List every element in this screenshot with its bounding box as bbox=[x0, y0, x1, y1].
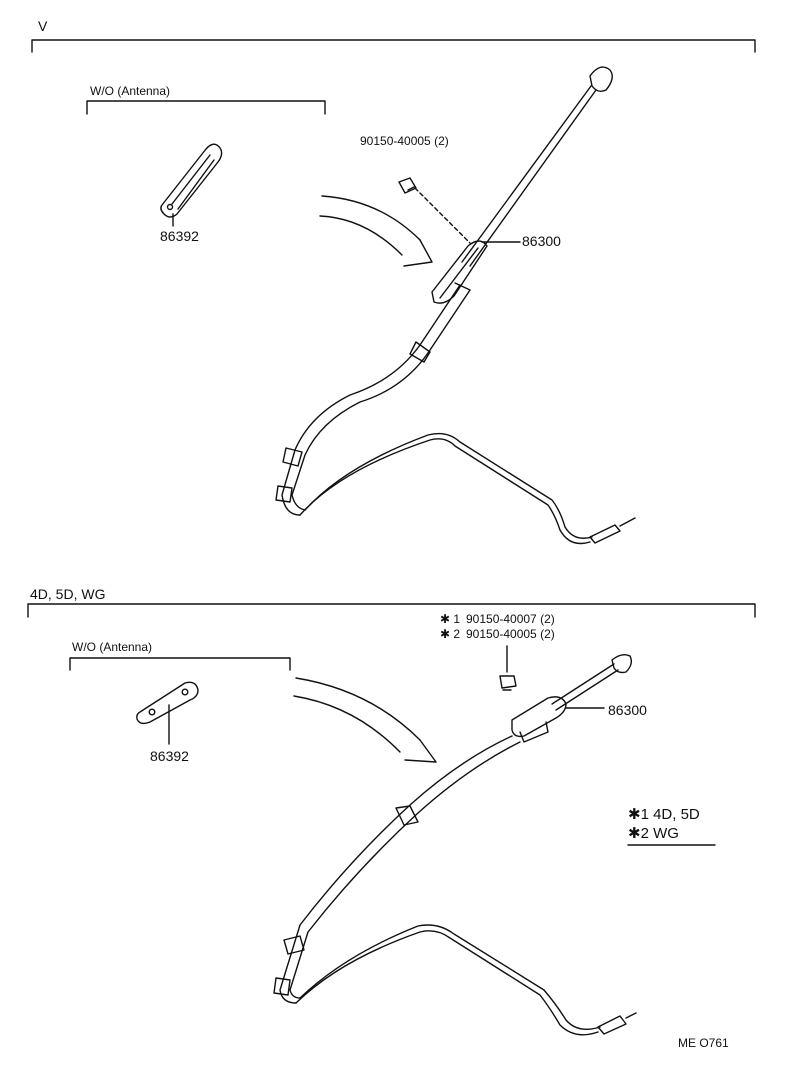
antenna-cable-4d5dwg bbox=[273, 735, 637, 1036]
section-4d5dwg-wo-bracket bbox=[69, 657, 291, 671]
reference-code: ME O761 bbox=[678, 1036, 729, 1050]
antenna-base-86300-v bbox=[431, 240, 521, 304]
wo-antenna-label-4d5dwg: W/O (Antenna) bbox=[72, 640, 153, 654]
legend-line-2: ✱2 WG bbox=[628, 825, 679, 842]
antenna-pad-86392-4d5dwg bbox=[136, 681, 199, 745]
antenna-base-86300-4d5dwg bbox=[511, 696, 605, 743]
screw-icon-v bbox=[398, 177, 471, 244]
antenna-part-number-v: 86300 bbox=[522, 233, 561, 249]
screw-part-number-2: 90150-40005 (2) bbox=[466, 627, 555, 641]
section-4d5dwg-bracket bbox=[27, 603, 756, 618]
section-v-bracket bbox=[31, 39, 756, 53]
antenna-cable-v bbox=[275, 284, 636, 545]
wo-antenna-label-v: W/O (Antenna) bbox=[90, 84, 171, 98]
screw-part-number-v: 90150-40005 (2) bbox=[360, 134, 449, 148]
section-v-wo-bracket bbox=[86, 100, 326, 115]
screw-mark-2: ✱ 2 bbox=[440, 627, 461, 641]
screw-part-number-1: 90150-40007 (2) bbox=[466, 612, 555, 626]
arrow-icon-4d5dwg bbox=[293, 677, 437, 763]
pad-part-number-v: 86392 bbox=[160, 228, 199, 244]
antenna-part-number-4d5dwg: 86300 bbox=[608, 702, 647, 718]
antenna-pad-86392-v bbox=[160, 143, 223, 227]
legend-line-1: ✱1 4D, 5D bbox=[628, 806, 700, 823]
section-label-4d5dwg: 4D, 5D, WG bbox=[30, 586, 106, 602]
pad-part-number-4d5dwg: 86392 bbox=[150, 748, 189, 764]
screw-icon-4d5dwg bbox=[499, 645, 517, 691]
section-label-v: V bbox=[38, 18, 48, 34]
antenna-mast-v bbox=[461, 66, 613, 267]
screw-mark-1: ✱ 1 bbox=[440, 612, 461, 626]
arrow-icon-v bbox=[319, 195, 433, 267]
